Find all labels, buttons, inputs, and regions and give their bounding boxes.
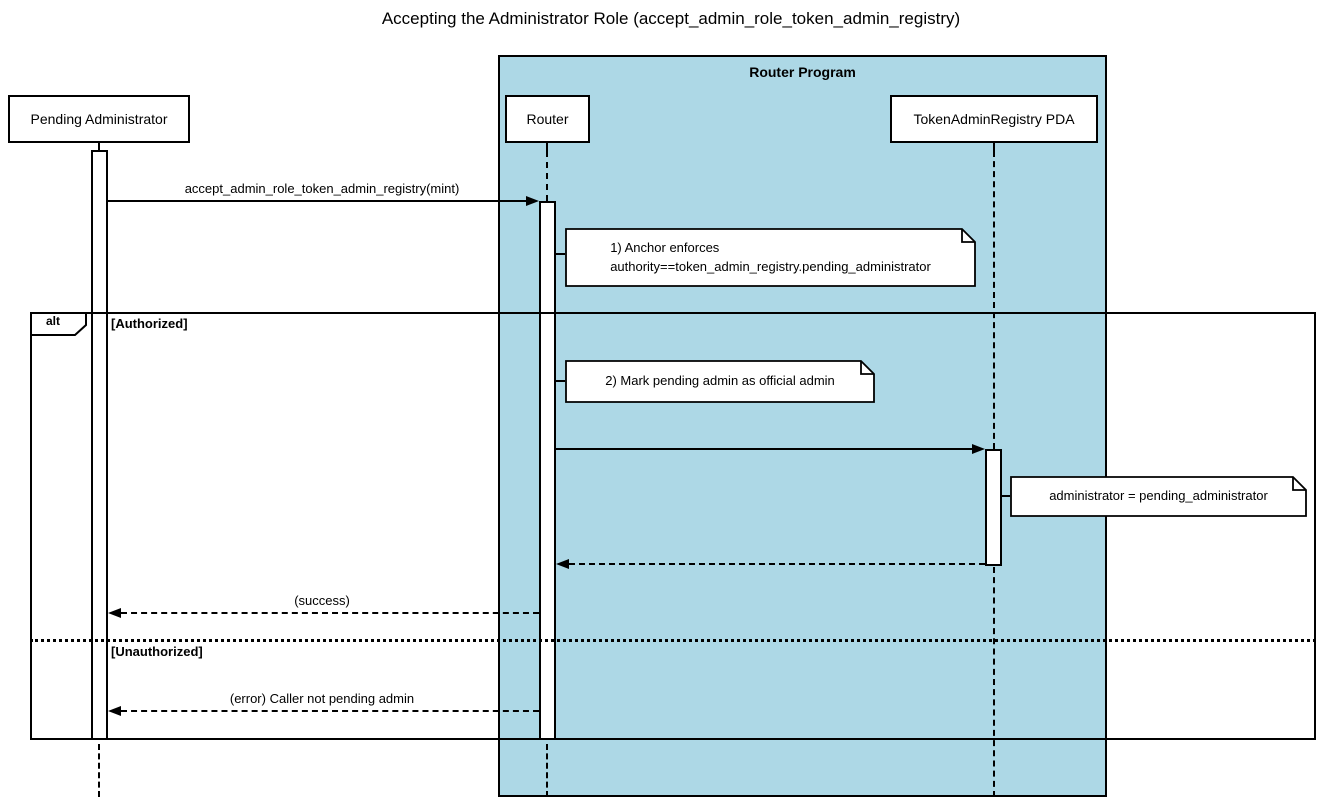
participant-pending-administrator: Pending Administrator (8, 95, 190, 143)
message-line-accept-call (108, 200, 526, 202)
participant-pending-administrator-label: Pending Administrator (30, 111, 168, 127)
note-anchor-enforces: 1) Anchor enforces authority==token_admi… (565, 228, 976, 287)
message-label-error: (error) Caller not pending admin (229, 691, 415, 706)
note-anchor-enforces-line1: 1) Anchor enforces (610, 240, 720, 256)
guard-unauthorized: [Unauthorized] (111, 644, 203, 659)
lifeline-stub-pda (993, 143, 995, 151)
note-mark-admin-text: 2) Mark pending admin as official admin (605, 373, 835, 389)
diagram-title: Accepting the Administrator Role (accept… (381, 9, 961, 28)
lifeline-pda-lower (993, 567, 995, 797)
lifeline-pda-upper (993, 151, 995, 449)
lifeline-router-upper (546, 151, 548, 201)
router-program-label: Router Program (749, 64, 856, 80)
arrowhead-error-return (108, 706, 121, 716)
note-set-admin-text: administrator = pending_administrator (1049, 488, 1268, 504)
note-anchor-enforces-line2: authority==token_admin_registry.pending_… (610, 258, 931, 274)
lifeline-stub-router (546, 143, 548, 151)
arrowhead-success-return (108, 608, 121, 618)
note-connector-mark-admin (556, 380, 565, 382)
arrowhead-update-admin (972, 444, 985, 454)
participant-token-admin-registry-pda: TokenAdminRegistry PDA (890, 95, 1098, 143)
message-label-success: (success) (294, 593, 350, 608)
alt-operator-label: alt (45, 314, 60, 328)
alt-frame (30, 312, 1316, 740)
message-line-pda-return (569, 563, 985, 565)
message-line-update-admin (556, 448, 972, 450)
participant-router: Router (505, 95, 590, 143)
note-connector-set-admin (1002, 495, 1010, 497)
router-program-container (498, 55, 1107, 797)
activation-pda (985, 449, 1002, 566)
lifeline-stub-pending-admin (98, 143, 100, 151)
message-line-error-return (121, 710, 539, 712)
message-line-success-return (121, 612, 539, 614)
lifeline-router-lower (546, 744, 548, 797)
alt-operator-pentagon: alt (30, 312, 88, 337)
arrowhead-pda-return (556, 559, 569, 569)
note-mark-admin: 2) Mark pending admin as official admin (565, 360, 875, 403)
guard-authorized: [Authorized] (111, 316, 188, 331)
alt-divider (30, 639, 1316, 642)
note-connector-anchor-enforces (556, 253, 565, 255)
note-set-admin: administrator = pending_administrator (1010, 476, 1307, 517)
arrowhead-accept-call (526, 196, 539, 206)
participant-router-label: Router (526, 111, 569, 127)
participant-token-admin-registry-pda-label: TokenAdminRegistry PDA (913, 111, 1075, 127)
message-label-accept-call: accept_admin_role_token_admin_registry(m… (184, 181, 460, 196)
lifeline-pending-admin-lower (98, 744, 100, 797)
